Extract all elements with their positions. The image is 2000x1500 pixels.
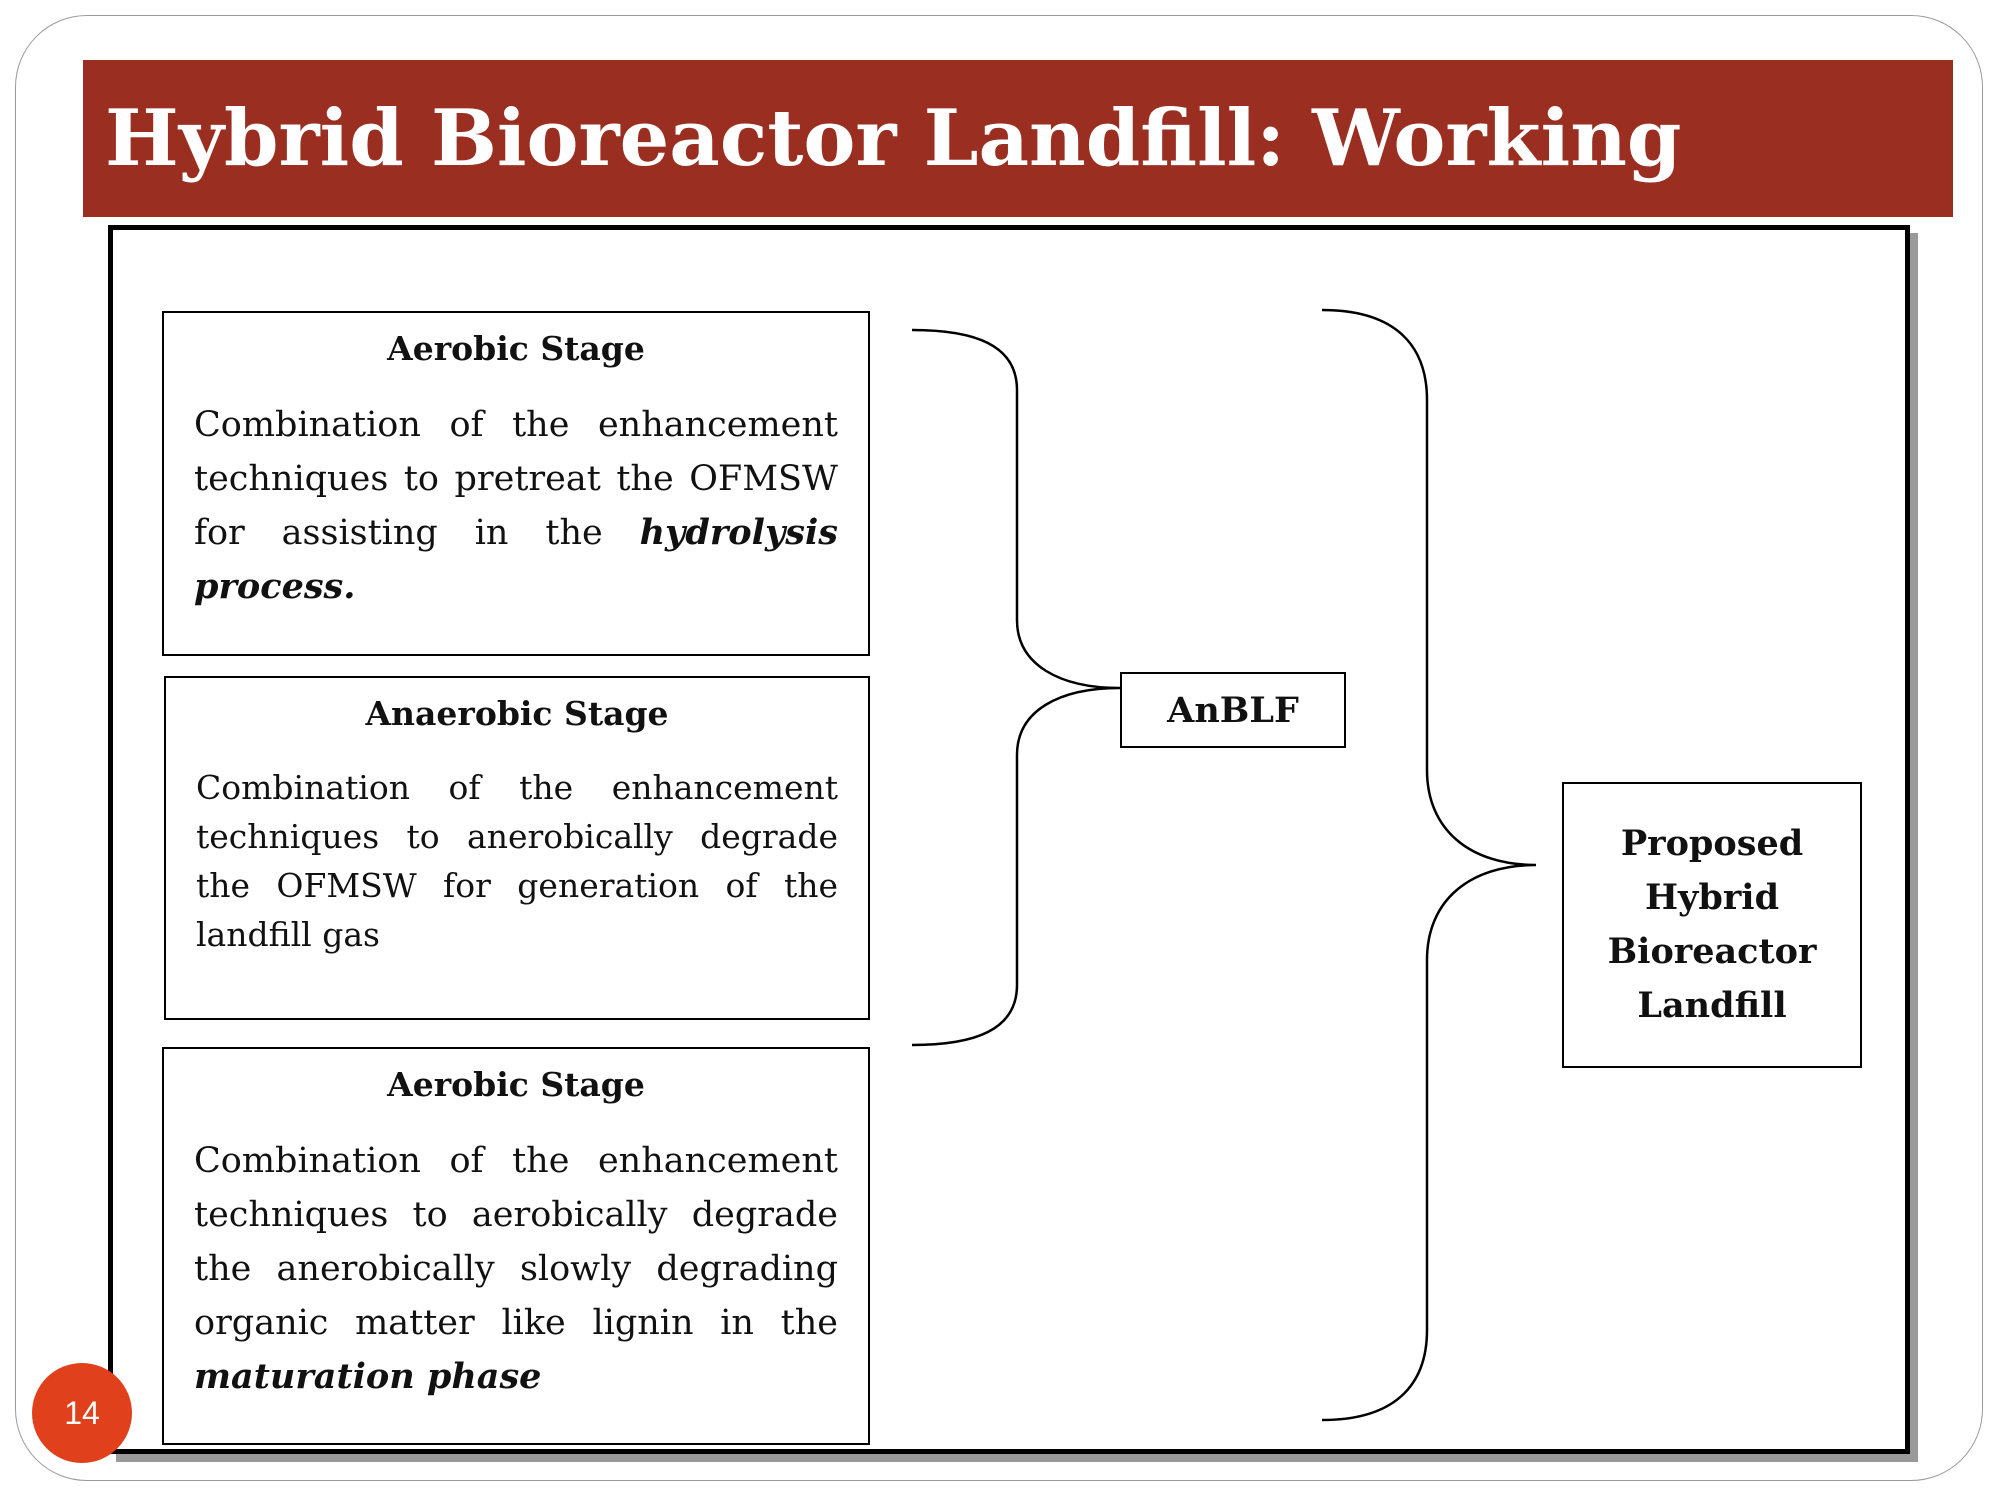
anblf-label: AnBLF — [1167, 689, 1299, 731]
aerobic-stage-description-1-text: Combination of the enhancement technique… — [194, 405, 838, 553]
aerobic-stage-box-1: Aerobic Stage Combination of the enhance… — [162, 311, 870, 656]
aerobic-stage-description-2-emphasis: maturation phase — [194, 1356, 542, 1397]
page-number-badge: 14 — [32, 1363, 132, 1463]
title-band: Hybrid Bioreactor Landfill: Working — [83, 60, 1953, 217]
aerobic-stage-description-2: Combination of the enhancement technique… — [194, 1134, 838, 1404]
aerobic-stage-description-1: Combination of the enhancement technique… — [194, 398, 838, 614]
anaerobic-stage-description-text: Combination of the enhancement technique… — [196, 768, 838, 954]
anaerobic-stage-description: Combination of the enhancement technique… — [196, 763, 838, 959]
proposed-hybrid-bioreactor-landfill-label: Proposed Hybrid Bioreactor Landfill — [1607, 823, 1817, 1026]
aerobic-stage-description-2-text: Combination of the enhancement technique… — [194, 1141, 838, 1343]
anaerobic-stage-box: Anaerobic Stage Combination of the enhan… — [164, 676, 870, 1020]
slide-title: Hybrid Bioreactor Landfill: Working — [105, 93, 1682, 184]
aerobic-stage-box-2: Aerobic Stage Combination of the enhance… — [162, 1047, 870, 1445]
anblf-box: AnBLF — [1120, 672, 1346, 748]
aerobic-stage-heading-2: Aerobic Stage — [387, 1065, 645, 1104]
aerobic-stage-description-1-emphasis: hydrolysis process. — [194, 512, 838, 607]
aerobic-stage-heading-1: Aerobic Stage — [387, 329, 645, 368]
proposed-hybrid-bioreactor-landfill-box: Proposed Hybrid Bioreactor Landfill — [1562, 782, 1862, 1068]
anaerobic-stage-heading: Anaerobic Stage — [365, 694, 669, 733]
